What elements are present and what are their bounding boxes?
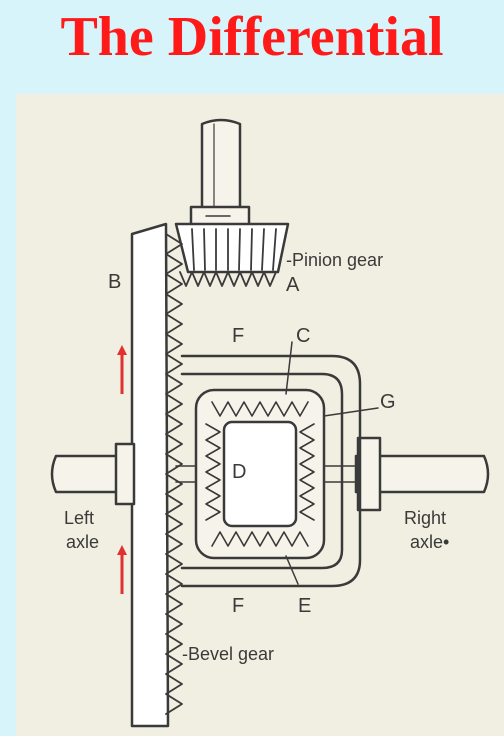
page-title: The Differential: [60, 6, 444, 68]
label-right-axle-line2: axle•: [410, 532, 449, 552]
label-d: D: [232, 461, 246, 483]
label-e: E: [298, 595, 311, 617]
left-axle: [50, 454, 126, 494]
spider-gear-teeth: [205, 401, 315, 547]
label-bevel-gear: -Bevel gear: [182, 644, 274, 664]
label-b: B: [108, 271, 121, 293]
left-axle-hub: [114, 442, 136, 506]
label-a: A: [286, 274, 300, 296]
label-f-top: F: [232, 325, 244, 347]
differential-drawing: A B C D E F F G -Pinion gear -Bevel gear…: [50, 118, 490, 728]
label-left-axle-line1: Left: [64, 508, 94, 528]
label-pinion-gear: -Pinion gear: [286, 250, 383, 270]
carrier-housing: [180, 354, 362, 588]
differential-diagram: A B C D E F F G -Pinion gear -Bevel gear…: [16, 94, 504, 736]
bevel-gear-teeth: [165, 233, 183, 715]
label-right-axle-line1: Right: [404, 508, 446, 528]
label-g: G: [380, 391, 396, 413]
label-c: C: [296, 325, 310, 347]
label-left-axle-line2: axle: [66, 532, 99, 552]
drive-shaft: [200, 118, 242, 211]
label-f-bottom: F: [232, 595, 244, 617]
pinion-gear-teeth: [179, 228, 277, 287]
right-axle-hub: [356, 436, 382, 512]
bevel-gear: [130, 222, 170, 728]
right-axle: [354, 454, 490, 494]
